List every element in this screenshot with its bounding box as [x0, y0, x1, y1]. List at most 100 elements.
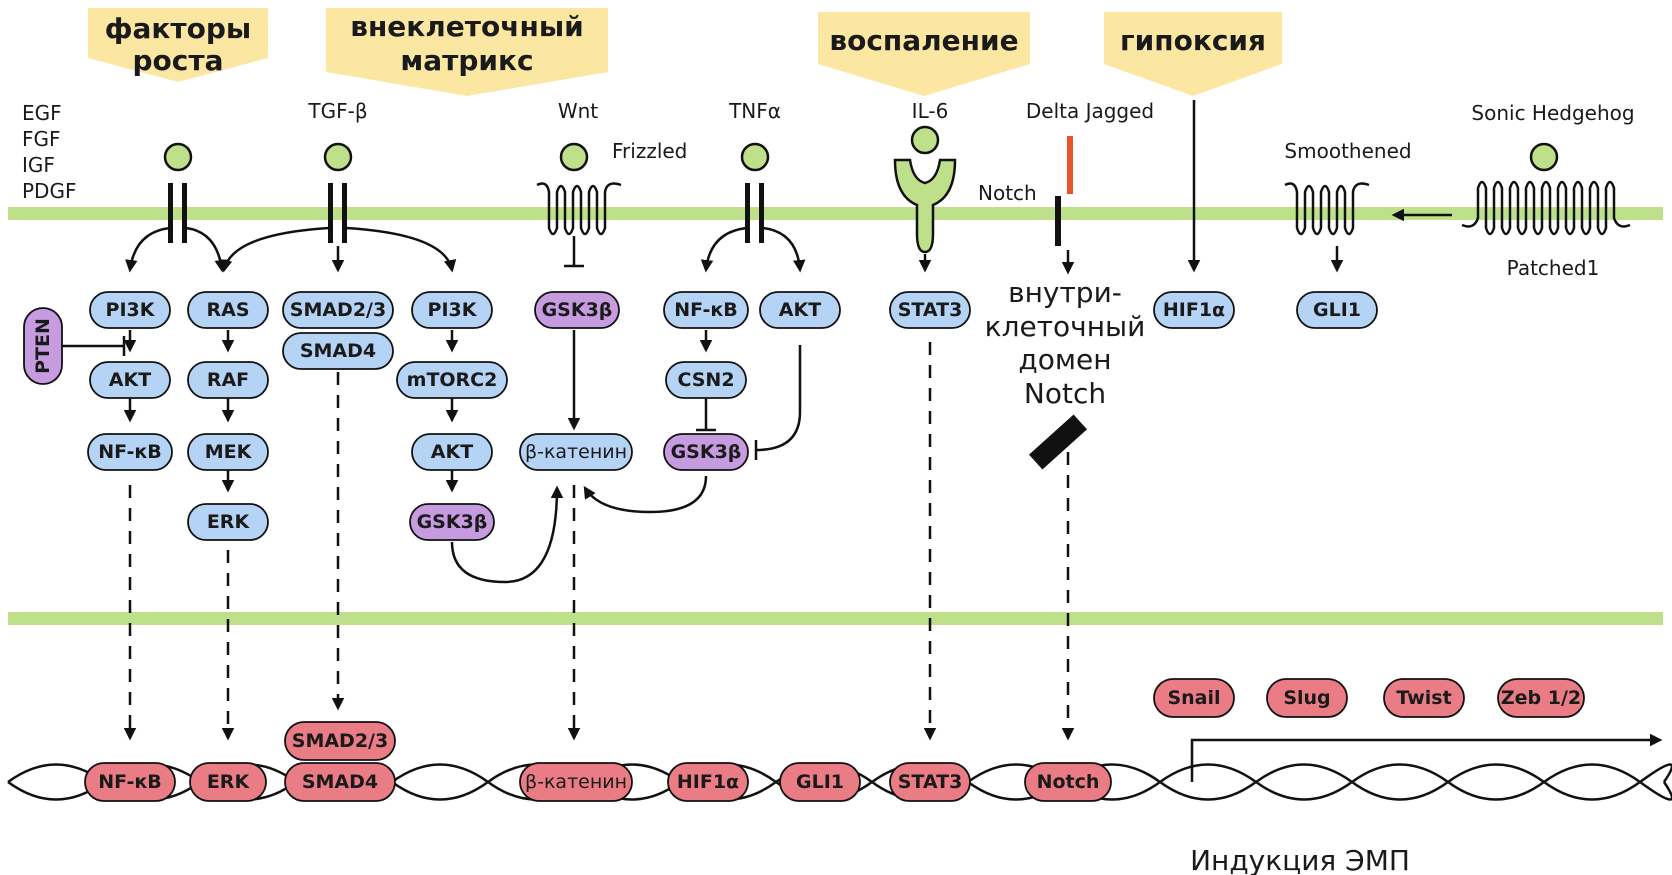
transcription-start-arrow — [1190, 733, 1663, 782]
cyto-node-gsk3b-tgf: GSK3β — [409, 503, 495, 541]
cyto-node-smad4: SMAD4 — [282, 332, 394, 370]
nuclear-membrane — [8, 612, 1663, 625]
receptor-smoothened-shape — [1284, 182, 1370, 236]
banner-extracellular-matrix: внеклеточный матрикс — [326, 8, 608, 96]
receptor-tnf — [745, 183, 764, 243]
svg-text:SMAD2/3: SMAD2/3 — [292, 730, 388, 752]
receptor-smoothened: Smoothened — [1284, 139, 1411, 163]
ligand-circle-shh — [1529, 142, 1559, 172]
banner-hypoxia: гипоксия — [1104, 12, 1282, 96]
receptor-frizzled: Frizzled — [612, 139, 687, 163]
svg-text:β-катенин: β-катенин — [525, 771, 627, 793]
nicd-line4: Notch — [1024, 377, 1106, 410]
svg-text:β-катенин: β-катенин — [525, 441, 627, 463]
svg-text:ERK: ERK — [207, 511, 251, 533]
nuclear-node-notch: Notch — [1024, 762, 1112, 802]
receptor-tgf — [328, 183, 347, 243]
receptor-patched1-shape — [1461, 180, 1631, 236]
cyto-node-hif1a: HIF1α — [1153, 291, 1235, 329]
nicd-line3: домен — [1018, 343, 1111, 376]
cyto-node-pi3k-1: PI3K — [89, 291, 171, 329]
svg-text:HIF1α: HIF1α — [1163, 299, 1225, 321]
ligand-circle-tnf — [740, 142, 770, 172]
cyto-node-nfkb-2: NF-кB — [663, 291, 749, 329]
delta-jagged-ligand-bar — [1067, 136, 1073, 194]
tf-snail: Snail — [1153, 678, 1235, 718]
nicd-line1: внутри- — [1008, 276, 1122, 309]
cyto-node-mtorc2: mTORC2 — [396, 361, 508, 399]
banner-inflammation-text: воспаление — [829, 24, 1018, 57]
svg-text:NF-кB: NF-кB — [98, 441, 162, 463]
ligand-circles — [163, 125, 1559, 172]
banner-hypoxia-text: гипоксия — [1120, 24, 1266, 57]
svg-text:RAF: RAF — [207, 369, 249, 391]
cyto-node-stat3: STAT3 — [889, 291, 971, 329]
ligand-delta-jagged: Delta Jagged — [1026, 99, 1154, 123]
ligand-tnf-alpha: TNFα — [728, 99, 781, 123]
cell-membrane — [8, 207, 1663, 220]
svg-text:MEK: MEK — [205, 441, 253, 463]
ligand-tgf-beta: TGF-β — [307, 99, 367, 123]
banner-growth-line2: роста — [133, 44, 224, 77]
ligand-sonic-hedgehog: Sonic Hedgehog — [1471, 101, 1634, 125]
svg-text:GSK3β: GSK3β — [542, 299, 613, 321]
cyto-node-pten: PTEN — [23, 307, 63, 385]
banner-growth-factors: факторы роста — [88, 8, 268, 82]
svg-text:AKT: AKT — [431, 441, 473, 463]
cyto-node-csn2: CSN2 — [665, 361, 747, 399]
svg-text:SMAD4: SMAD4 — [300, 340, 376, 362]
solid-arrows — [62, 100, 1452, 584]
cyto-node-smad23: SMAD2/3 — [282, 291, 394, 329]
cyto-node-raf: RAF — [187, 361, 269, 399]
svg-text:mTORC2: mTORC2 — [407, 369, 498, 391]
cyto-node-gsk3b-tnf: GSK3β — [663, 433, 749, 471]
ligand-egf: EGF — [22, 101, 62, 125]
svg-text:GLI1: GLI1 — [796, 771, 844, 793]
notch-receptor-bar — [1055, 196, 1061, 246]
cyto-node-akt-2: AKT — [411, 433, 493, 471]
svg-text:HIF1α: HIF1α — [677, 771, 739, 793]
cyto-node-mek: MEK — [187, 433, 269, 471]
ligand-wnt: Wnt — [558, 99, 598, 123]
banner-ecm-line1: внеклеточный — [350, 10, 584, 43]
cyto-node-nfkb-1: NF-кB — [87, 433, 173, 471]
cyto-node-akt-1: AKT — [89, 361, 171, 399]
svg-text:STAT3: STAT3 — [898, 771, 963, 793]
svg-text:Zeb 1/2: Zeb 1/2 — [1501, 687, 1581, 709]
nuclear-node-beta-catenin: β-катенин — [519, 762, 633, 802]
tf-zeb: Zeb 1/2 — [1497, 678, 1585, 718]
cyto-node-akt-3: AKT — [759, 291, 841, 329]
ligand-circle-il6 — [910, 125, 940, 155]
receptor-rtk — [168, 183, 187, 243]
cyto-node-gsk3b-wnt: GSK3β — [534, 291, 620, 329]
cyto-node-pi3k-2: PI3K — [411, 291, 493, 329]
nicd-line2: клеточный — [985, 310, 1146, 343]
banner-inflammation: воспаление — [818, 12, 1030, 96]
growth-factor-list: EGF FGF IGF PDGF — [22, 101, 76, 203]
svg-text:Slug: Slug — [1283, 687, 1330, 709]
cyto-node-ras: RAS — [187, 291, 269, 329]
nuclear-node-gli1: GLI1 — [779, 762, 861, 802]
cyto-node-erk: ERK — [187, 503, 269, 541]
svg-text:STAT3: STAT3 — [898, 299, 963, 321]
svg-text:PTEN: PTEN — [32, 318, 54, 374]
svg-text:NF-кB: NF-кB — [674, 299, 738, 321]
ligand-il6: IL-6 — [912, 99, 949, 123]
banner-growth-line1: факторы — [105, 12, 252, 45]
notch-icd-label: внутри- клеточный домен Notch — [985, 276, 1146, 410]
svg-text:AKT: AKT — [779, 299, 821, 321]
receptor-il6r-shape — [893, 158, 957, 254]
cyto-node-gli1: GLI1 — [1296, 291, 1378, 329]
nuclear-node-nfkb: NF-кB — [84, 762, 176, 802]
receptor-patched1: Patched1 — [1507, 256, 1600, 280]
receptor-frizzled-shape — [536, 182, 622, 236]
caption-emt-induction: Индукция ЭМП — [1190, 844, 1410, 875]
svg-text:PI3K: PI3K — [106, 299, 156, 321]
nuclear-node-hif1a: HIF1α — [667, 762, 749, 802]
dashed-arrows — [123, 342, 1075, 741]
nuclear-node-erk: ERK — [189, 762, 267, 802]
svg-text:PI3K: PI3K — [428, 299, 478, 321]
tf-twist: Twist — [1383, 678, 1465, 718]
svg-text:AKT: AKT — [109, 369, 151, 391]
